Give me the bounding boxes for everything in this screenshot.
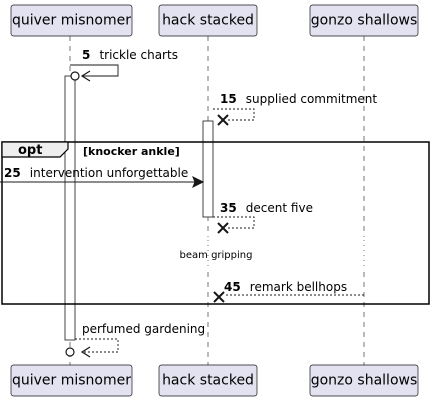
message-35-text: decent five: [246, 201, 313, 215]
message-25-arrowhead: [192, 175, 205, 189]
opt-frame: [1, 141, 430, 305]
participant-quiver-bottom: quiver misnomer: [10, 364, 133, 397]
message-35-label: 35 decent five: [220, 197, 313, 216]
message-final-text: perfumed gardening: [82, 322, 205, 336]
activation-hack-stacked: [202, 120, 214, 218]
participant-gonzo-top-label: gonzo shallows: [311, 13, 418, 29]
opt-frame-kind: opt: [18, 143, 42, 158]
participant-quiver-top: quiver misnomer: [10, 4, 133, 37]
message-5-number: 5: [82, 48, 90, 62]
message-25-number: 25: [4, 166, 21, 180]
participant-gonzo-bottom-label: gonzo shallows: [311, 373, 418, 389]
message-5-line: [70, 64, 119, 77]
participant-hack-bottom-label: hack stacked: [162, 373, 254, 389]
participant-gonzo-bottom: gonzo shallows: [309, 364, 419, 397]
participant-quiver-top-label: quiver misnomer: [12, 13, 131, 29]
participant-gonzo-top: gonzo shallows: [309, 4, 419, 37]
message-45-label: 45 remark bellhops: [224, 276, 347, 295]
message-35-number: 35: [220, 201, 237, 215]
message-45-number: 45: [224, 280, 241, 294]
activation-quiver-misnomer: [64, 75, 76, 341]
message-25-text: intervention unforgettable: [30, 166, 188, 180]
message-35-lost-x: [217, 222, 229, 234]
message-35-line: [213, 216, 255, 229]
message-5-label: 5 trickle charts: [82, 44, 178, 63]
message-5-text: trickle charts: [99, 48, 178, 62]
message-45-lost-x: [213, 291, 225, 303]
message-15-label: 15 supplied commitment: [220, 88, 377, 107]
participant-quiver-bottom-label: quiver misnomer: [12, 373, 131, 389]
message-15-line: [213, 108, 255, 121]
message-25-label: 25 intervention unforgettable: [4, 162, 188, 181]
message-15-text: supplied commitment: [246, 92, 378, 106]
message-final-arrowhead: [80, 346, 91, 358]
message-15-number: 15: [220, 92, 237, 106]
message-5-circle: [70, 71, 80, 81]
message-final-line: [75, 338, 119, 353]
opt-frame-tab: [1, 141, 69, 158]
divider-label: beam gripping: [180, 250, 253, 261]
participant-hack-top-label: hack stacked: [162, 13, 254, 29]
message-final-circle: [65, 347, 75, 357]
opt-frame-guard: [knocker ankle]: [83, 145, 180, 158]
message-45-text: remark bellhops: [250, 280, 347, 294]
participant-hack-top: hack stacked: [158, 4, 258, 37]
participant-hack-bottom: hack stacked: [158, 364, 258, 397]
message-15-lost-x: [217, 114, 229, 126]
message-5-arrowhead: [80, 70, 91, 82]
